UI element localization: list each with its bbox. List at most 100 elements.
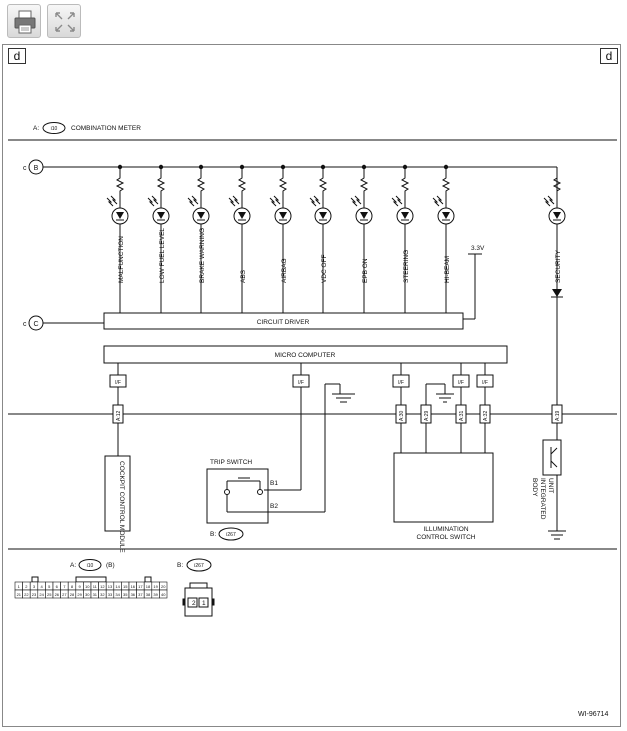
conn-a-pin: 11 bbox=[90, 581, 99, 591]
body-unit-line1: BODY bbox=[531, 478, 538, 497]
conn-b-prefix: B: bbox=[177, 562, 183, 569]
terminal-c-label: C bbox=[33, 321, 38, 328]
indicator-label: ABS bbox=[240, 269, 247, 283]
svg-text:A:32: A:32 bbox=[483, 410, 489, 421]
terminal-b-label: B bbox=[34, 165, 39, 172]
expand-button[interactable] bbox=[47, 4, 81, 38]
conn-a-pin: 14 bbox=[113, 581, 122, 591]
svg-text:15: 15 bbox=[123, 584, 128, 589]
conn-a-pin: 6 bbox=[52, 581, 61, 591]
svg-text:14: 14 bbox=[115, 584, 120, 589]
conn-a-pin: 31 bbox=[90, 589, 99, 599]
svg-text:36: 36 bbox=[131, 592, 136, 597]
corner-tag-left: d bbox=[8, 48, 26, 64]
svg-text:12: 12 bbox=[100, 584, 105, 589]
conn-a-id: i10 bbox=[87, 563, 94, 569]
illumination-switch-line1: ILLUMINATION bbox=[423, 526, 468, 533]
print-button[interactable] bbox=[7, 4, 41, 38]
indicator-label: STEERING bbox=[403, 250, 410, 283]
conn-a-pin: 3 bbox=[29, 581, 39, 591]
interface-box: I/F bbox=[476, 374, 494, 388]
trip-switch-title: TRIP SWITCH bbox=[210, 459, 252, 466]
conn-a-pin: 19 bbox=[151, 581, 160, 591]
conn-a-pin: 16 bbox=[128, 581, 137, 591]
figure-id: WI-96714 bbox=[578, 711, 608, 718]
svg-text:25: 25 bbox=[47, 592, 52, 597]
svg-text:24: 24 bbox=[39, 592, 44, 597]
conn-a-pin: 34 bbox=[113, 589, 122, 599]
header-connector-prefix: A: bbox=[33, 125, 39, 132]
pin-box: A:12 bbox=[112, 404, 124, 424]
conn-a-pin: 10 bbox=[83, 581, 92, 591]
svg-text:37: 37 bbox=[138, 592, 143, 597]
indicator-lamp: BRAKE WARNING bbox=[187, 164, 210, 313]
svg-text:10: 10 bbox=[85, 584, 90, 589]
conn-a-pin: 33 bbox=[105, 589, 115, 599]
svg-text:38: 38 bbox=[146, 592, 151, 597]
indicator-lamp: STEERING bbox=[391, 164, 414, 313]
interface-box: I/F bbox=[392, 374, 410, 388]
conn-a-pin: 20 bbox=[159, 581, 168, 591]
svg-text:17: 17 bbox=[138, 584, 143, 589]
svg-text:34: 34 bbox=[115, 592, 120, 597]
conn-a-pin: 18 bbox=[143, 581, 153, 591]
svg-text:A:30: A:30 bbox=[399, 410, 405, 421]
conn-a-pin: 24 bbox=[37, 589, 46, 599]
trip-switch-connector-prefix: B: bbox=[210, 531, 216, 538]
header-title: COMBINATION METER bbox=[71, 125, 141, 132]
conn-a-pin: 29 bbox=[75, 589, 84, 599]
conn-a-pin: 25 bbox=[45, 589, 54, 599]
pin-box: A:32 bbox=[479, 404, 491, 424]
conn-a-pin: 27 bbox=[60, 589, 69, 599]
conn-a-pin: 7 bbox=[60, 581, 69, 591]
corner-tag-right: d bbox=[600, 48, 618, 64]
circuit-driver-label: CIRCUIT DRIVER bbox=[257, 319, 310, 326]
conn-a-pin: 2 bbox=[22, 581, 31, 591]
indicator-lamp: VDC OFF bbox=[309, 164, 332, 313]
conn-a-pin: 5 bbox=[45, 581, 54, 591]
terminal-b-prefix: c bbox=[23, 165, 27, 172]
body-unit-line3: UNIT bbox=[547, 478, 554, 493]
indicator-lamp: LOW FUEL LEVEL bbox=[147, 164, 170, 313]
conn-a-pin: 40 bbox=[159, 589, 168, 599]
svg-text:I/F: I/F bbox=[115, 380, 121, 386]
conn-a-pin: 9 bbox=[75, 581, 84, 591]
conn-a-pin: 8 bbox=[67, 581, 77, 591]
svg-text:32: 32 bbox=[100, 592, 105, 597]
pin-box: A:30 bbox=[395, 404, 407, 424]
conn-a-pin: 23 bbox=[29, 589, 39, 599]
voltage-label: 3.3V bbox=[471, 245, 485, 252]
trip-switch-connector-id: i267 bbox=[226, 532, 236, 538]
svg-text:16: 16 bbox=[131, 584, 136, 589]
conn-a-pin: 36 bbox=[128, 589, 137, 599]
indicator-label: BRAKE WARNING bbox=[199, 228, 206, 283]
svg-text:26: 26 bbox=[55, 592, 60, 597]
svg-text:3: 3 bbox=[33, 584, 36, 589]
svg-text:A:31: A:31 bbox=[459, 410, 465, 421]
svg-text:2: 2 bbox=[25, 584, 28, 589]
conn-a-pin: 13 bbox=[105, 581, 115, 591]
svg-text:13: 13 bbox=[108, 584, 113, 589]
cockpit-module-label: COCKPIT CONTROL MODULE bbox=[118, 461, 125, 553]
conn-a-pin: 28 bbox=[67, 589, 77, 599]
pin-box: A:19 bbox=[551, 404, 563, 424]
conn-b-shape bbox=[182, 582, 215, 617]
svg-text:A:29: A:29 bbox=[424, 410, 430, 421]
conn-a-suffix: (B) bbox=[106, 562, 115, 569]
micro-computer-label: MICRO COMPUTER bbox=[275, 352, 336, 359]
conn-a-pin: 15 bbox=[121, 581, 130, 591]
conn-a-prefix: A: bbox=[70, 562, 76, 569]
svg-text:40: 40 bbox=[161, 592, 166, 597]
interface-box: I/F bbox=[452, 374, 470, 388]
conn-a-pin: 17 bbox=[136, 581, 145, 591]
conn-b-id: i267 bbox=[194, 563, 204, 569]
indicator-lamp: EPB ON bbox=[350, 164, 373, 313]
svg-text:23: 23 bbox=[32, 592, 37, 597]
expand-icon bbox=[55, 12, 75, 32]
svg-text:I/F: I/F bbox=[298, 380, 304, 386]
svg-text:35: 35 bbox=[123, 592, 128, 597]
svg-text:A:19: A:19 bbox=[555, 410, 561, 421]
svg-text:21: 21 bbox=[17, 592, 22, 597]
conn-a-pin: 1 bbox=[14, 581, 23, 591]
